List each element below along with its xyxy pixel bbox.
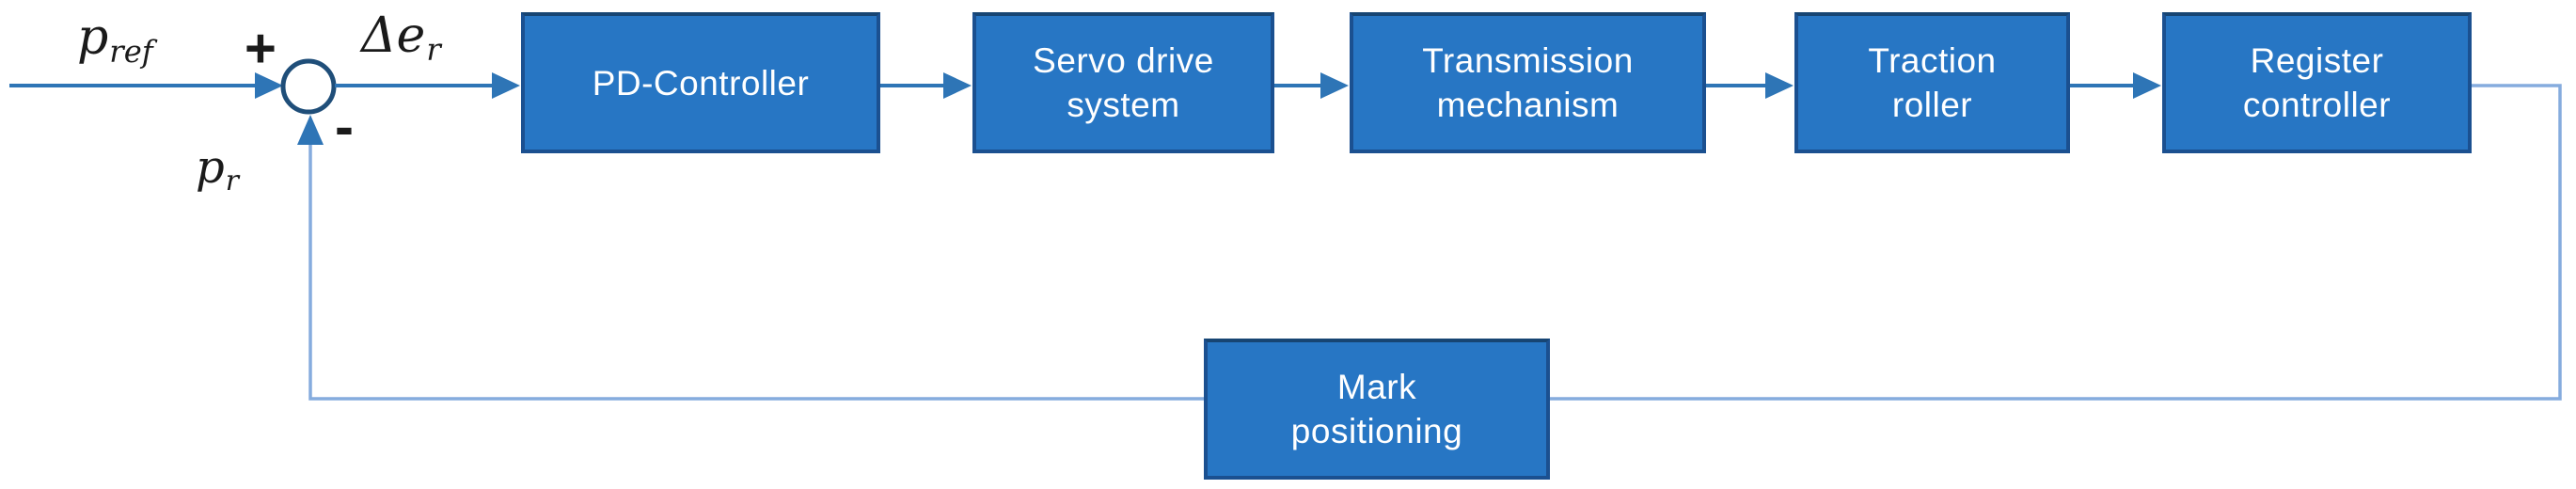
summing-junction <box>280 58 337 115</box>
arrow-traction-to-register-head-icon <box>2133 72 2161 99</box>
block-register-controller-label-1: Register <box>2250 41 2384 80</box>
feedback-line <box>308 84 2562 401</box>
arrow-pd-to-servo-head-icon <box>943 72 972 99</box>
label-delta-e-r-base: Δe <box>361 8 426 64</box>
arrow-servo-to-transmission-head-icon <box>1320 72 1349 99</box>
block-servo-drive-system: Servo drive system <box>972 12 1274 153</box>
label-p-ref-sub: ref <box>109 34 153 71</box>
block-mark-positioning-label-1: Mark <box>1336 368 1417 406</box>
plus-sign: + <box>245 18 277 79</box>
block-servo-drive-system-label-1: Servo drive <box>1033 41 1214 80</box>
input-arrowhead-icon <box>255 72 283 99</box>
block-transmission-mechanism-label-2: mechanism <box>1436 86 1620 124</box>
block-traction-roller-label-1: Traction <box>1868 41 1997 80</box>
block-transmission-mechanism: Transmission mechanism <box>1350 12 1706 153</box>
feedback-arrowhead-icon <box>297 115 324 145</box>
label-p-ref: pref <box>77 9 153 70</box>
block-pd-controller: PD-Controller <box>521 12 880 153</box>
block-register-controller-label-2: controller <box>2242 86 2392 124</box>
minus-sign: - <box>335 95 354 158</box>
label-p-r-base: p <box>196 141 225 194</box>
block-pd-controller-label: PD-Controller <box>592 63 810 103</box>
block-traction-roller-label-2: roller <box>1891 86 1973 124</box>
block-mark-positioning-label-2: positioning <box>1290 412 1463 450</box>
error-arrowhead-icon <box>492 72 520 99</box>
block-mark-positioning: Mark positioning <box>1204 339 1550 480</box>
arrow-transmission-to-traction-head-icon <box>1765 72 1794 99</box>
label-p-r: pr <box>196 141 239 198</box>
label-delta-e-r: Δer <box>361 8 441 68</box>
block-register-controller: Register controller <box>2162 12 2472 153</box>
label-p-ref-base: p <box>77 9 109 66</box>
block-traction-roller: Traction roller <box>1794 12 2070 153</box>
block-transmission-mechanism-label-1: Transmission <box>1422 41 1634 80</box>
block-servo-drive-system-label-2: system <box>1067 86 1180 124</box>
label-p-r-sub: r <box>225 165 239 198</box>
label-delta-e-r-sub: r <box>426 32 441 69</box>
